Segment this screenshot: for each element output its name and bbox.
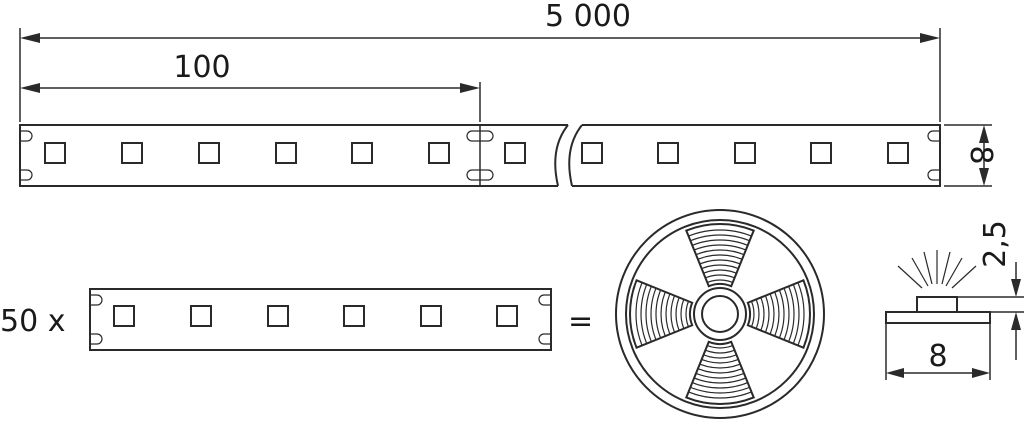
reel-spoke: [730, 324, 807, 401]
reel-spoke: [730, 227, 807, 304]
led-chip: [581, 142, 603, 164]
reel-tape-arc: [753, 295, 760, 333]
led-chip: [267, 305, 289, 327]
reel-tape-arc: [684, 378, 756, 389]
reel-tape-arc: [689, 369, 751, 379]
reel-icon: [615, 209, 825, 419]
led-chip: [428, 142, 450, 164]
reel-tape-arc: [687, 374, 753, 384]
led-chip: [734, 142, 756, 164]
segment-length-label: 100: [173, 50, 230, 85]
reel-tape-arc: [775, 283, 785, 345]
led-strip-top: [19, 124, 941, 187]
led-chip: [275, 142, 297, 164]
reel-tape-arc: [687, 244, 753, 254]
led-chip: [657, 142, 679, 164]
reel-window-sector: [684, 340, 756, 405]
reel-window-sector: [746, 278, 811, 350]
led-chip: [504, 142, 526, 164]
reel-spoke: [633, 227, 710, 304]
reel-tape-arc: [699, 269, 741, 276]
strip-width-dimension: 8: [944, 124, 998, 187]
reel-tape-arc: [680, 295, 687, 333]
reel-tape-arc: [650, 281, 660, 347]
reel-tape-arc: [684, 239, 756, 250]
led-chip: [351, 142, 373, 164]
reel-tape-arc: [675, 293, 682, 335]
total-length-dimension: 5 000: [19, 0, 941, 122]
reel-tape-arc: [645, 278, 656, 350]
led-chip: [343, 305, 365, 327]
reel-tape-arc: [701, 274, 739, 281]
reel-tape-arc: [758, 293, 765, 335]
reel-tape-arc: [692, 254, 748, 263]
reel-tape-arc: [689, 249, 751, 259]
equals-sign: =: [568, 304, 593, 339]
reel-tape-arc: [771, 286, 780, 342]
strip-width-label: 8: [963, 145, 998, 164]
reel-tape-arc: [699, 352, 741, 359]
led-chip: [190, 305, 212, 327]
led-chip: [121, 142, 143, 164]
profile-width-label: 8: [928, 339, 947, 374]
reel-window-sector: [629, 278, 694, 350]
total-length-label: 5 000: [545, 0, 631, 34]
led-chip: [496, 305, 518, 327]
led-chip: [887, 142, 909, 164]
segment-length-dimension: 100: [20, 50, 481, 122]
led-chip: [420, 305, 442, 327]
led-chip: [810, 142, 832, 164]
led-chip: [113, 305, 135, 327]
reel-window-sector: [684, 223, 756, 288]
reel-tape-arc: [701, 347, 739, 354]
strip-profile: 2,5 8: [885, 220, 1024, 380]
reel-tape-arc: [692, 365, 748, 374]
reel-tape-arc: [660, 286, 669, 342]
reel-tape-arc: [784, 278, 795, 350]
led-height-label: 2,5: [978, 220, 1013, 268]
led-chip: [198, 142, 220, 164]
reel-spoke: [633, 324, 710, 401]
reel-tape-arc: [655, 283, 665, 345]
led-chip: [44, 142, 66, 164]
quantity-label: 50 x: [0, 304, 65, 339]
led-strip-segment: [89, 288, 552, 351]
reel-tape-arc: [780, 281, 790, 347]
